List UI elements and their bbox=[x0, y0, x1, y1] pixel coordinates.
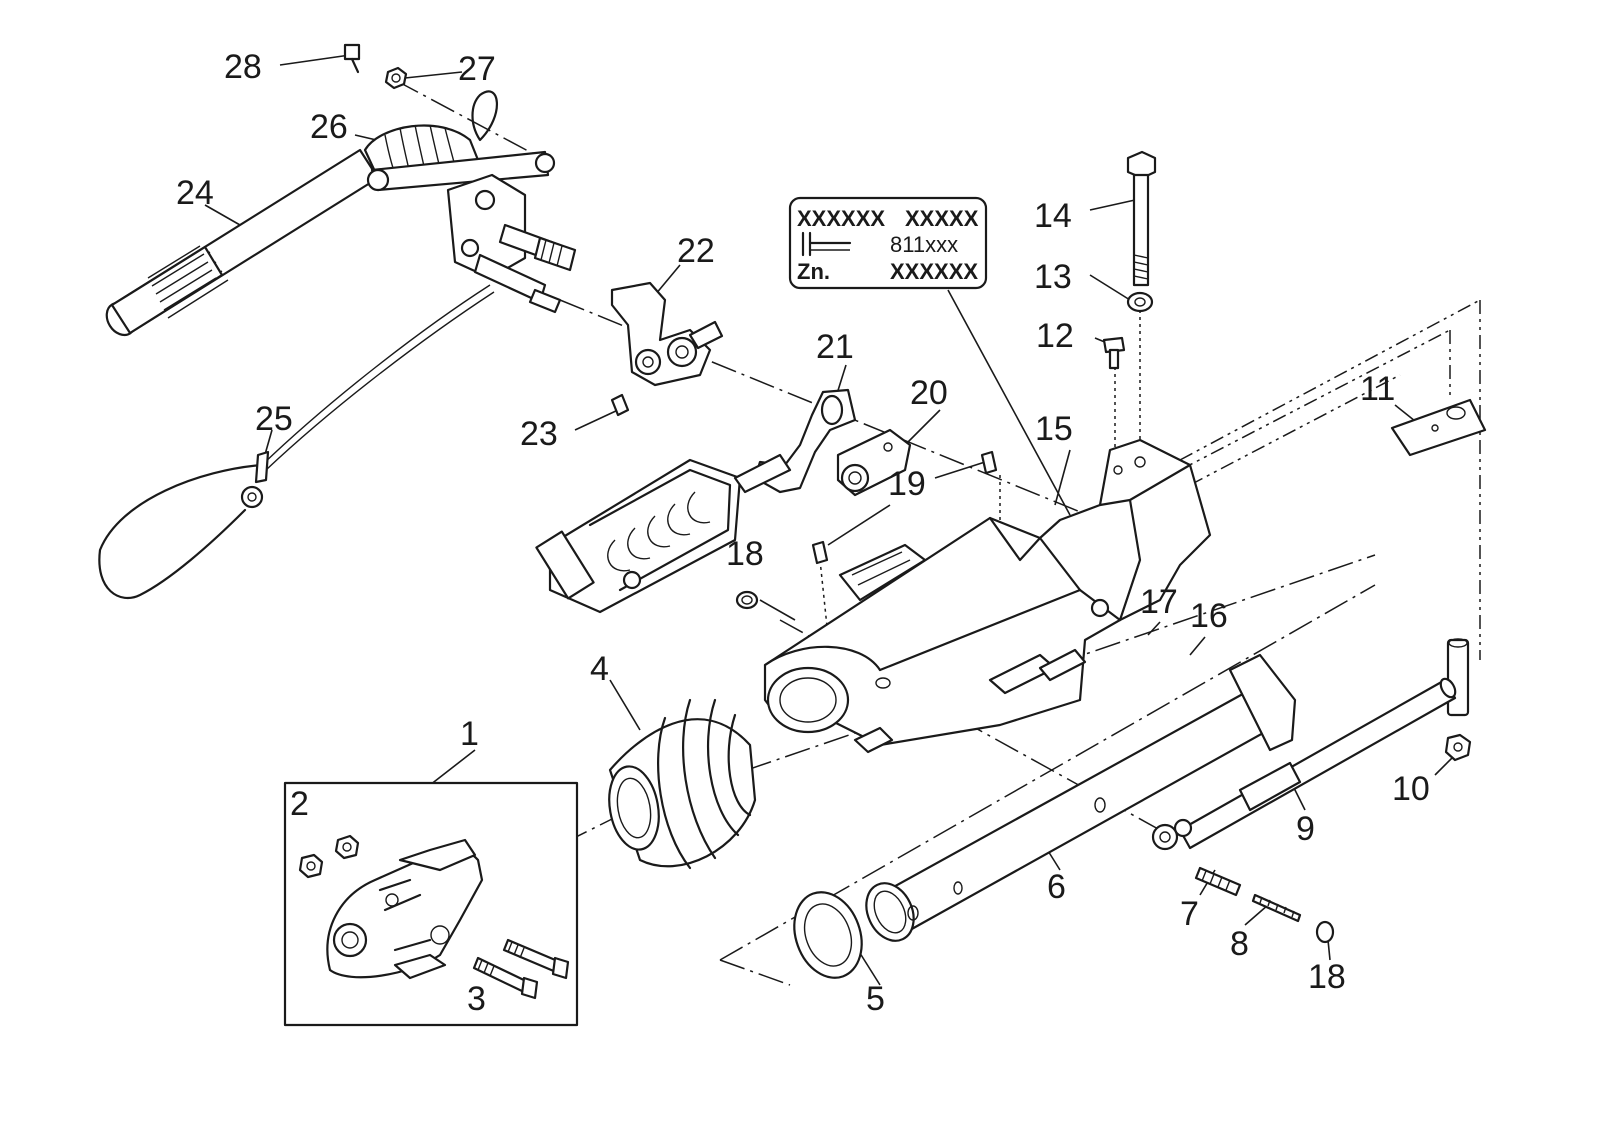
callout-19: 19 bbox=[888, 465, 926, 503]
type-plate: XXXXXX XXXXX 811xxx Zn. XXXXXX bbox=[788, 196, 988, 290]
callout-12: 12 bbox=[1036, 317, 1074, 355]
callout-18-upper: 18 bbox=[726, 535, 764, 573]
callout-27: 27 bbox=[458, 50, 496, 88]
callout-1: 1 bbox=[460, 715, 479, 753]
callout-24: 24 bbox=[176, 174, 214, 212]
callout-labels: 1 2 3 4 5 6 7 8 9 10 11 12 13 14 15 16 1… bbox=[176, 48, 1430, 1018]
bolt-3 bbox=[472, 938, 570, 1000]
handle-lever bbox=[105, 148, 380, 337]
callout-18-lower: 18 bbox=[1308, 958, 1346, 996]
callout-9: 9 bbox=[1296, 810, 1315, 848]
callout-6: 6 bbox=[1047, 868, 1066, 906]
bellows-4 bbox=[608, 698, 757, 870]
callout-22: 22 bbox=[677, 232, 715, 270]
breakaway-cable bbox=[98, 284, 495, 600]
coupling-assembly-1 bbox=[283, 781, 579, 1027]
pin-8 bbox=[1251, 893, 1302, 923]
nut-27 bbox=[384, 66, 408, 90]
tow-hitch-symbol-icon bbox=[801, 231, 852, 257]
shock-absorber-9 bbox=[1151, 677, 1457, 851]
callout-8: 8 bbox=[1230, 925, 1249, 963]
plate-row2-right: 811xxx bbox=[890, 232, 958, 257]
nut-10 bbox=[1444, 733, 1472, 762]
nut-2 bbox=[298, 834, 360, 879]
cover-plate-11 bbox=[1390, 398, 1487, 457]
link-bar bbox=[366, 90, 556, 192]
callout-25: 25 bbox=[255, 400, 293, 438]
callout-15: 15 bbox=[1035, 410, 1073, 448]
main-housing-15 bbox=[763, 438, 1212, 754]
pin-7 bbox=[1194, 866, 1242, 897]
callout-14: 14 bbox=[1034, 197, 1072, 235]
callout-26: 26 bbox=[310, 108, 348, 146]
callout-5: 5 bbox=[866, 980, 885, 1018]
screw-28 bbox=[343, 43, 361, 74]
bush-18-lower bbox=[1315, 920, 1335, 944]
type-plate-frame bbox=[788, 196, 988, 290]
callout-17: 17 bbox=[1140, 583, 1178, 621]
bush-18-upper bbox=[735, 590, 759, 610]
callout-7: 7 bbox=[1180, 895, 1199, 933]
bolt-14 bbox=[1126, 150, 1157, 287]
callout-10: 10 bbox=[1392, 770, 1430, 808]
drawbar-tube-6 bbox=[865, 653, 1297, 942]
plate-row3-left: Zn. bbox=[797, 259, 830, 284]
callout-16: 16 bbox=[1190, 597, 1228, 635]
lever-bracket-22 bbox=[610, 281, 724, 387]
washer-13 bbox=[1126, 291, 1154, 313]
callout-23: 23 bbox=[520, 415, 558, 453]
callout-4: 4 bbox=[590, 650, 609, 688]
plate-row1-left: XXXXXX bbox=[797, 206, 885, 231]
nipple-23 bbox=[610, 393, 630, 417]
screw-12 bbox=[1102, 336, 1126, 370]
callout-2: 2 bbox=[290, 785, 309, 823]
callout-11: 11 bbox=[1360, 370, 1395, 408]
pin-sleeve bbox=[1446, 638, 1470, 717]
callout-13: 13 bbox=[1034, 258, 1072, 296]
callout-28: 28 bbox=[224, 48, 262, 86]
eye-plate-20 bbox=[836, 428, 912, 497]
ring-5 bbox=[793, 891, 863, 979]
callout-20: 20 bbox=[910, 374, 948, 412]
bracket-assembly bbox=[446, 173, 577, 314]
plate-row3-right: XXXXXX bbox=[890, 259, 978, 284]
nipple-19 bbox=[811, 450, 998, 565]
plate-row1-right: XXXXX bbox=[905, 206, 979, 231]
callout-3: 3 bbox=[467, 980, 486, 1018]
callout-21: 21 bbox=[816, 328, 854, 366]
spring-damper bbox=[535, 453, 792, 614]
